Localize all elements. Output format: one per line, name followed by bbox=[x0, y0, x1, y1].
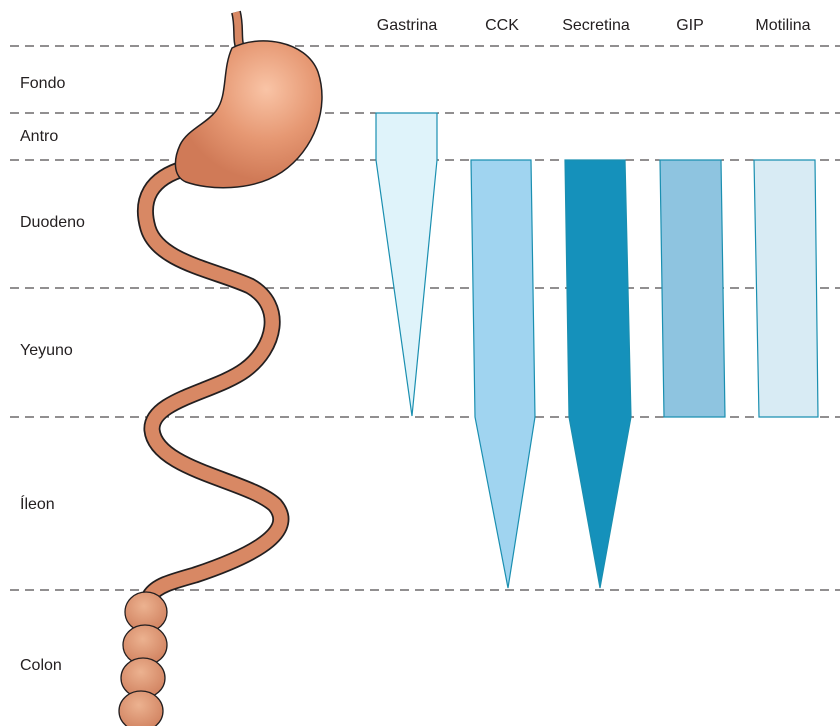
header-secretina: Secretina bbox=[562, 16, 630, 36]
small-intestine-fill bbox=[145, 168, 280, 596]
cck-distribution bbox=[471, 160, 535, 588]
region-label-yeyuno: Yeyuno bbox=[20, 341, 73, 361]
digestive-tract-illustration bbox=[119, 12, 322, 726]
region-label-duodeno: Duodeno bbox=[20, 213, 85, 233]
colon-segment bbox=[119, 691, 163, 726]
hormone-bars bbox=[376, 113, 818, 588]
header-gastrina: Gastrina bbox=[377, 16, 437, 36]
colon bbox=[119, 592, 167, 726]
header-motilina: Motilina bbox=[755, 16, 810, 36]
gip-distribution bbox=[660, 160, 725, 417]
region-label-colon: Colon bbox=[20, 656, 62, 676]
stomach bbox=[175, 41, 322, 188]
header-cck: CCK bbox=[485, 16, 519, 36]
region-label-fondo: Fondo bbox=[20, 74, 65, 94]
region-label-ileon: Íleon bbox=[20, 495, 55, 515]
motilina-distribution bbox=[754, 160, 818, 417]
region-label-antro: Antro bbox=[20, 127, 58, 147]
gastrina-distribution bbox=[376, 113, 437, 416]
header-gip: GIP bbox=[676, 16, 704, 36]
secretina-distribution bbox=[565, 160, 631, 588]
